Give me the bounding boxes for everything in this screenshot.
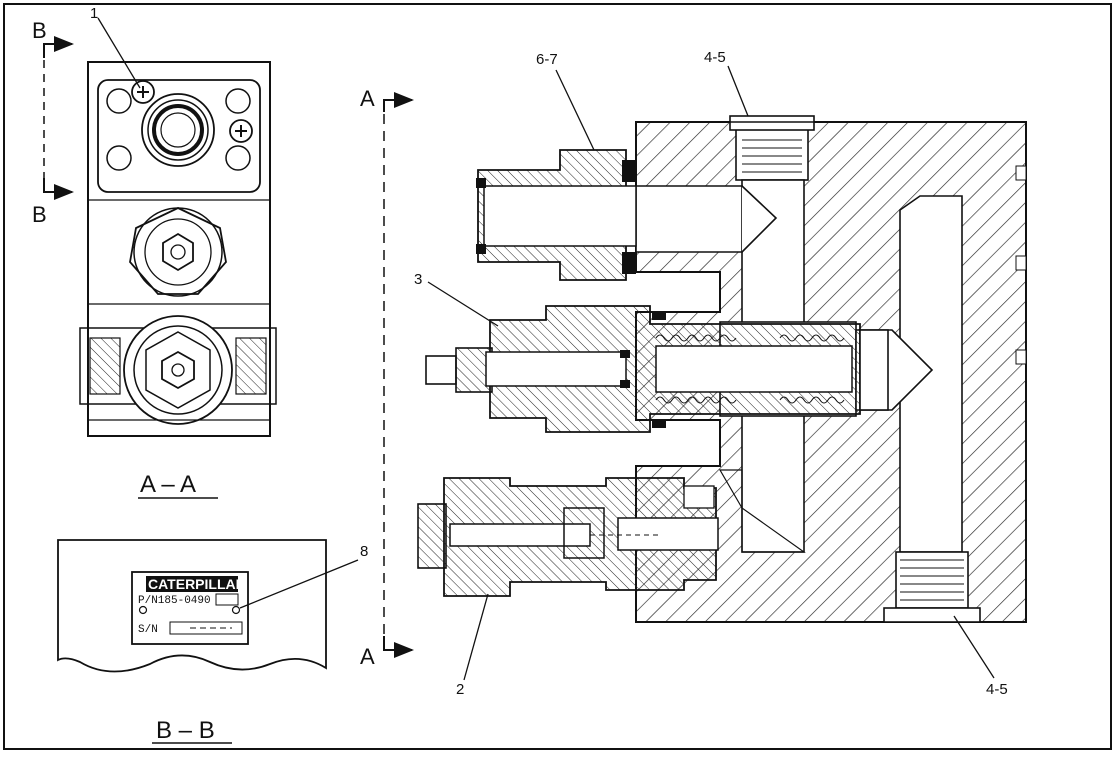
callout-3-label: 3 (414, 271, 422, 288)
callout-1-label: 1 (90, 5, 98, 22)
view-bb: CATERPILLAR P/N185-0490 S/N 8 (57, 539, 368, 673)
valve-cross-section (417, 65, 1027, 681)
view-bb-title: B – B (156, 717, 215, 744)
section-a-top-label: A (360, 86, 375, 111)
nameplate-serial-label: S/N (138, 624, 158, 636)
callout-8-label: 8 (360, 543, 368, 560)
section-b-bottom-label: B (32, 202, 47, 227)
section-marker-a: A A (360, 86, 414, 669)
callout-4-5-top-label: 4-5 (704, 49, 726, 66)
section-a-bottom-label: A (360, 644, 375, 669)
view-aa: 1 (79, 5, 277, 437)
section-b-top-label: B (32, 18, 47, 43)
nameplate-part-number: P/N185-0490 (138, 595, 211, 607)
screw-head-icon (131, 80, 155, 104)
nameplate-brand: CATERPILLAR (148, 576, 246, 592)
nameplate (131, 571, 249, 645)
callout-2-label: 2 (456, 681, 464, 698)
spring-icon (655, 334, 845, 404)
callout-6-7-label: 6-7 (536, 51, 558, 68)
border-frame (3, 3, 1112, 750)
callout-4-5-bottom-label: 4-5 (986, 681, 1008, 698)
screw-head-icon (229, 119, 253, 143)
section-marker-b: B B (32, 18, 74, 227)
view-aa-title: A – A (140, 471, 196, 498)
